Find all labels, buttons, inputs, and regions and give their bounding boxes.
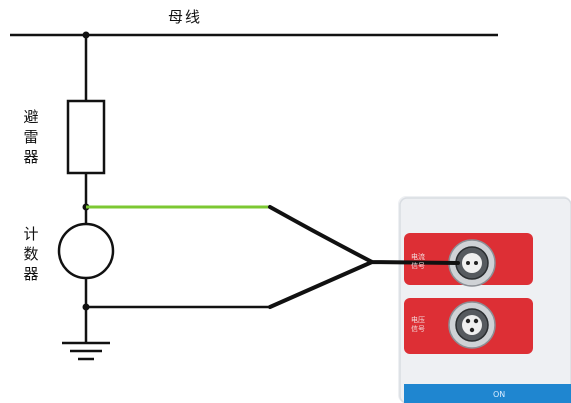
counter-label: 计数器 [23,225,39,283]
power-switch-strip [404,384,571,403]
on-label: ON [493,390,506,399]
current-signal-label: 电流信号 [411,253,425,271]
counter-symbol [57,222,115,280]
signal-cable [268,205,460,309]
arrester-symbol [66,99,106,175]
voltage-signal-text: 电压信号 [411,316,425,333]
ground-icon [62,341,110,361]
bus-label: 母线 [168,8,203,26]
voltage-signal-label: 电压信号 [411,316,425,334]
current-signal-text: 电流信号 [411,253,425,270]
arrester-label: 避雷器 [23,108,39,166]
connector-socket-icon [448,301,496,349]
tester-device-panel [398,196,571,403]
